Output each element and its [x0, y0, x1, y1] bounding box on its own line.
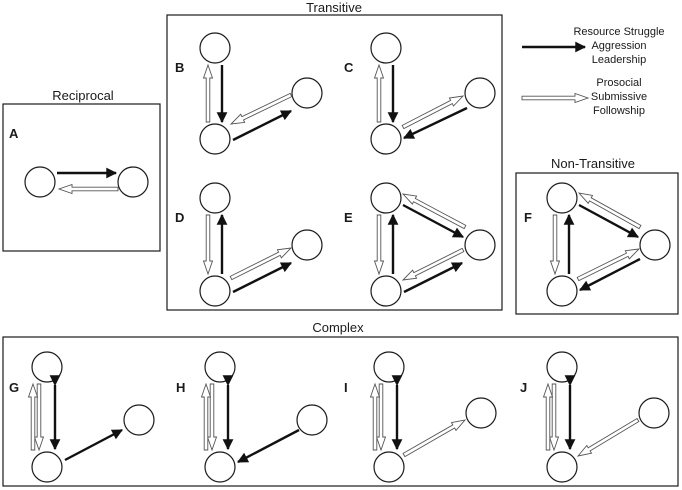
legend-hollow-line-1: Prosocial [596, 77, 641, 89]
legend-solid-line-2: Aggression [591, 40, 646, 52]
node-g-right [123, 404, 155, 436]
arrow-c-right-bottom [403, 106, 468, 140]
arrow-g-down-hollow [33, 383, 45, 452]
arrow-d-top-bottom [202, 214, 214, 276]
node-d-top [199, 182, 231, 214]
hollow-arrows [27, 63, 642, 458]
arrow-b-right-bottom [229, 92, 293, 125]
legend: Resource Struggle Aggression Leadership … [521, 26, 665, 117]
double-solid-arrows [49, 375, 576, 451]
label-i: I [344, 380, 348, 395]
arrow-j-right-bottom [576, 417, 640, 457]
arrow-e-bottom-right [403, 261, 463, 294]
solid-arrows [57, 65, 641, 464]
node-a-right [117, 166, 149, 198]
label-j: J [520, 380, 527, 395]
legend-hollow-line-2: Submissive [591, 91, 647, 103]
arrow-g-bottom-right [64, 428, 123, 462]
arrow-j-down-hollow [548, 383, 560, 452]
arrow-f-bottom-right [576, 248, 641, 282]
node-g-top [31, 351, 63, 383]
arrow-f-top-right [578, 203, 639, 239]
legend-hollow-arrow [521, 92, 590, 104]
arrow-f-right-bottom [579, 257, 641, 292]
transitive-panel [166, 14, 503, 311]
non-transitive-title: Non-Transitive [551, 156, 635, 171]
node-h-top [204, 351, 236, 383]
arrow-h-right-bottom [237, 428, 300, 464]
node-e-bottom [370, 275, 402, 307]
node-c-top [370, 32, 402, 64]
arrow-e-right-top [401, 193, 467, 230]
label-b: B [175, 60, 184, 75]
arrow-i-down-hollow [375, 383, 387, 452]
node-c-right [464, 77, 496, 109]
arrow-f-top-bottom [549, 214, 561, 276]
arrow-c-bottom-top [373, 63, 385, 123]
node-f-right [639, 229, 671, 261]
arrow-h-up-hollow [200, 382, 212, 451]
transitive-title: Transitive [306, 0, 362, 15]
node-c-bottom [370, 123, 402, 155]
arrow-d-bottom-right [232, 261, 292, 294]
legend-solid-line-3: Leadership [592, 54, 646, 66]
node-i-top [373, 351, 405, 383]
node-b-top [199, 32, 231, 64]
arrow-h-down-hollow [206, 383, 218, 452]
arrow-b-bottom-top [202, 63, 214, 123]
arrow-i-bottom-right [402, 419, 467, 458]
reciprocal-panel [2, 103, 161, 252]
complex-panel [2, 336, 679, 487]
label-e: E [344, 210, 353, 225]
node-d-right [291, 229, 323, 261]
node-e-right [464, 229, 496, 261]
node-f-bottom [546, 275, 578, 307]
label-f: F [524, 210, 532, 225]
node-b-bottom [199, 123, 231, 155]
arrow-b-bottom-right [232, 109, 292, 142]
label-g: G [9, 380, 19, 395]
non-transitive-panel [515, 172, 679, 315]
arrow-c-bottom-right [401, 95, 465, 130]
arrow-d-bottom-right-hollow [229, 247, 293, 281]
arrow-e-top-bottom [373, 214, 385, 276]
arrow-e-right-bottom [401, 247, 465, 281]
reciprocal-title: Reciprocal [52, 88, 114, 103]
label-c: C [344, 60, 354, 75]
legend-hollow-shape [521, 92, 590, 104]
node-d-bottom [199, 275, 231, 307]
node-h-bottom [204, 451, 236, 483]
node-a-left [24, 166, 56, 198]
node-j-top [546, 351, 578, 383]
arrow-g-up-hollow [27, 382, 39, 451]
arrow-f-right-top [577, 192, 642, 230]
node-g-bottom [31, 451, 63, 483]
node-h-right [296, 404, 328, 436]
node-i-bottom [373, 451, 405, 483]
arrow-i-up-hollow [369, 382, 381, 451]
node-e-top [370, 182, 402, 214]
legend-solid-line-1: Resource Struggle [573, 26, 664, 38]
legend-hollow-line-3: Followship [593, 105, 645, 117]
nodes [24, 32, 671, 483]
arrow-a-hollow [57, 183, 119, 195]
label-a: A [9, 126, 19, 141]
node-j-right [638, 397, 670, 429]
arrow-e-top-right [402, 203, 464, 239]
label-d: D [175, 210, 184, 225]
node-f-top [546, 182, 578, 214]
label-h: H [176, 380, 185, 395]
node-i-right [465, 397, 497, 429]
complex-title: Complex [312, 320, 364, 335]
node-b-right [291, 77, 323, 109]
node-j-bottom [546, 451, 578, 483]
arrow-j-up-hollow [542, 382, 554, 451]
